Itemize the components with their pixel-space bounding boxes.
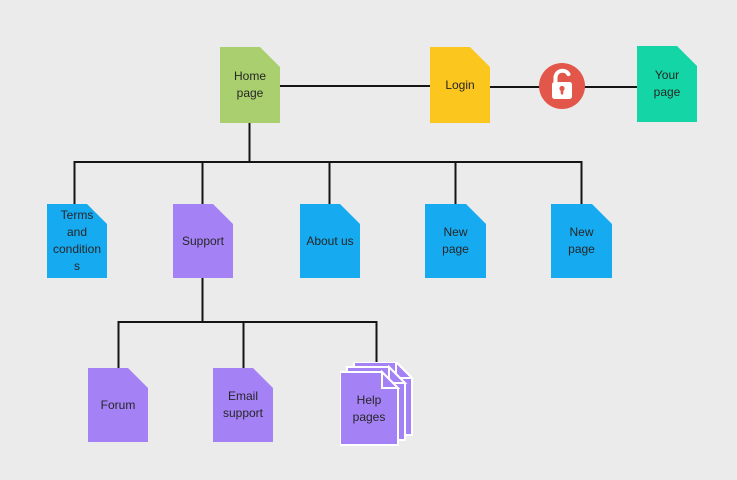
node-help-pages[interactable]: Help pages (339, 359, 415, 446)
help-pages-label: Help pages (352, 392, 386, 424)
node-your-page[interactable]: Your page (637, 46, 697, 122)
lock-badge[interactable] (539, 63, 585, 109)
node-new-page-1[interactable]: New page (425, 204, 486, 278)
node-login[interactable]: Login (430, 47, 490, 123)
node-new-page-2[interactable]: New page (551, 204, 612, 278)
node-email-support[interactable]: Email support (213, 368, 273, 442)
connector-level3-bus (117, 321, 378, 323)
node-forum[interactable]: Forum (88, 368, 148, 442)
stacked-pages-icon (339, 359, 415, 446)
connector-level2-bus (73, 161, 583, 163)
node-about-us[interactable]: About us (300, 204, 360, 278)
node-home-page[interactable]: Home page (220, 47, 280, 123)
open-padlock-icon (552, 68, 572, 99)
node-support[interactable]: Support (173, 204, 233, 278)
node-terms-and-conditions[interactable]: Terms and conditions (47, 204, 107, 278)
